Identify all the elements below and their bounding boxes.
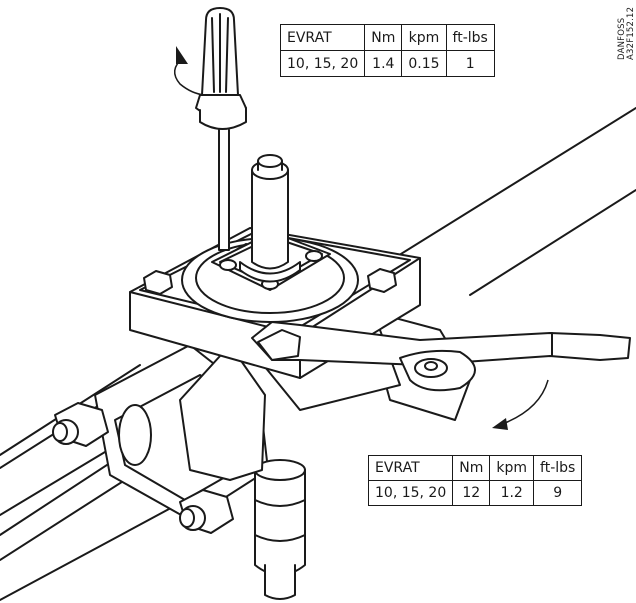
arrow-head-bottom [492, 418, 508, 430]
flange-nut-top [52, 402, 109, 447]
armature-tube [239, 154, 301, 283]
table-cell: 1.2 [489, 480, 535, 506]
bottom-connector [254, 459, 306, 600]
screwdriver-icon [195, 7, 247, 251]
torque-table-wrench: EVRAT Nm kpm ft-lbs 10, 15, 20 12 1.2 9 [367, 455, 583, 506]
table-cell: 1 [445, 50, 495, 77]
table-header-row: EVRAT Nm kpm ft-lbs [367, 455, 583, 481]
header-cell: ft-lbs [445, 24, 495, 51]
table-cell: 1.4 [364, 50, 403, 77]
table-cell: 10, 15, 20 [279, 50, 366, 77]
flange-nut-bottom [179, 489, 234, 534]
table-row: 10, 15, 20 1.4 0.15 1 [279, 50, 495, 77]
header-cell: Nm [452, 455, 491, 481]
rotation-arrow-icon [174, 57, 549, 426]
table-cell: 10, 15, 20 [367, 480, 454, 506]
torque-table-screwdriver: EVRAT Nm kpm ft-lbs 10, 15, 20 1.4 0.15 … [279, 24, 495, 77]
table-cell: 0.15 [401, 50, 447, 77]
table-cell: 9 [533, 480, 583, 506]
table-cell: 12 [452, 480, 491, 506]
wrench-icon [251, 321, 631, 392]
header-cell: EVRAT [367, 455, 454, 481]
table-header-row: EVRAT Nm kpm ft-lbs [279, 24, 495, 51]
header-cell: ft-lbs [533, 455, 583, 481]
header-cell: EVRAT [279, 24, 366, 51]
header-cell: kpm [401, 24, 447, 51]
reference-code: A32F152.12 [626, 6, 636, 60]
arrow-head-top [176, 46, 188, 64]
table-row: 10, 15, 20 12 1.2 9 [367, 480, 583, 506]
header-cell: Nm [364, 24, 403, 51]
header-cell: kpm [489, 455, 535, 481]
